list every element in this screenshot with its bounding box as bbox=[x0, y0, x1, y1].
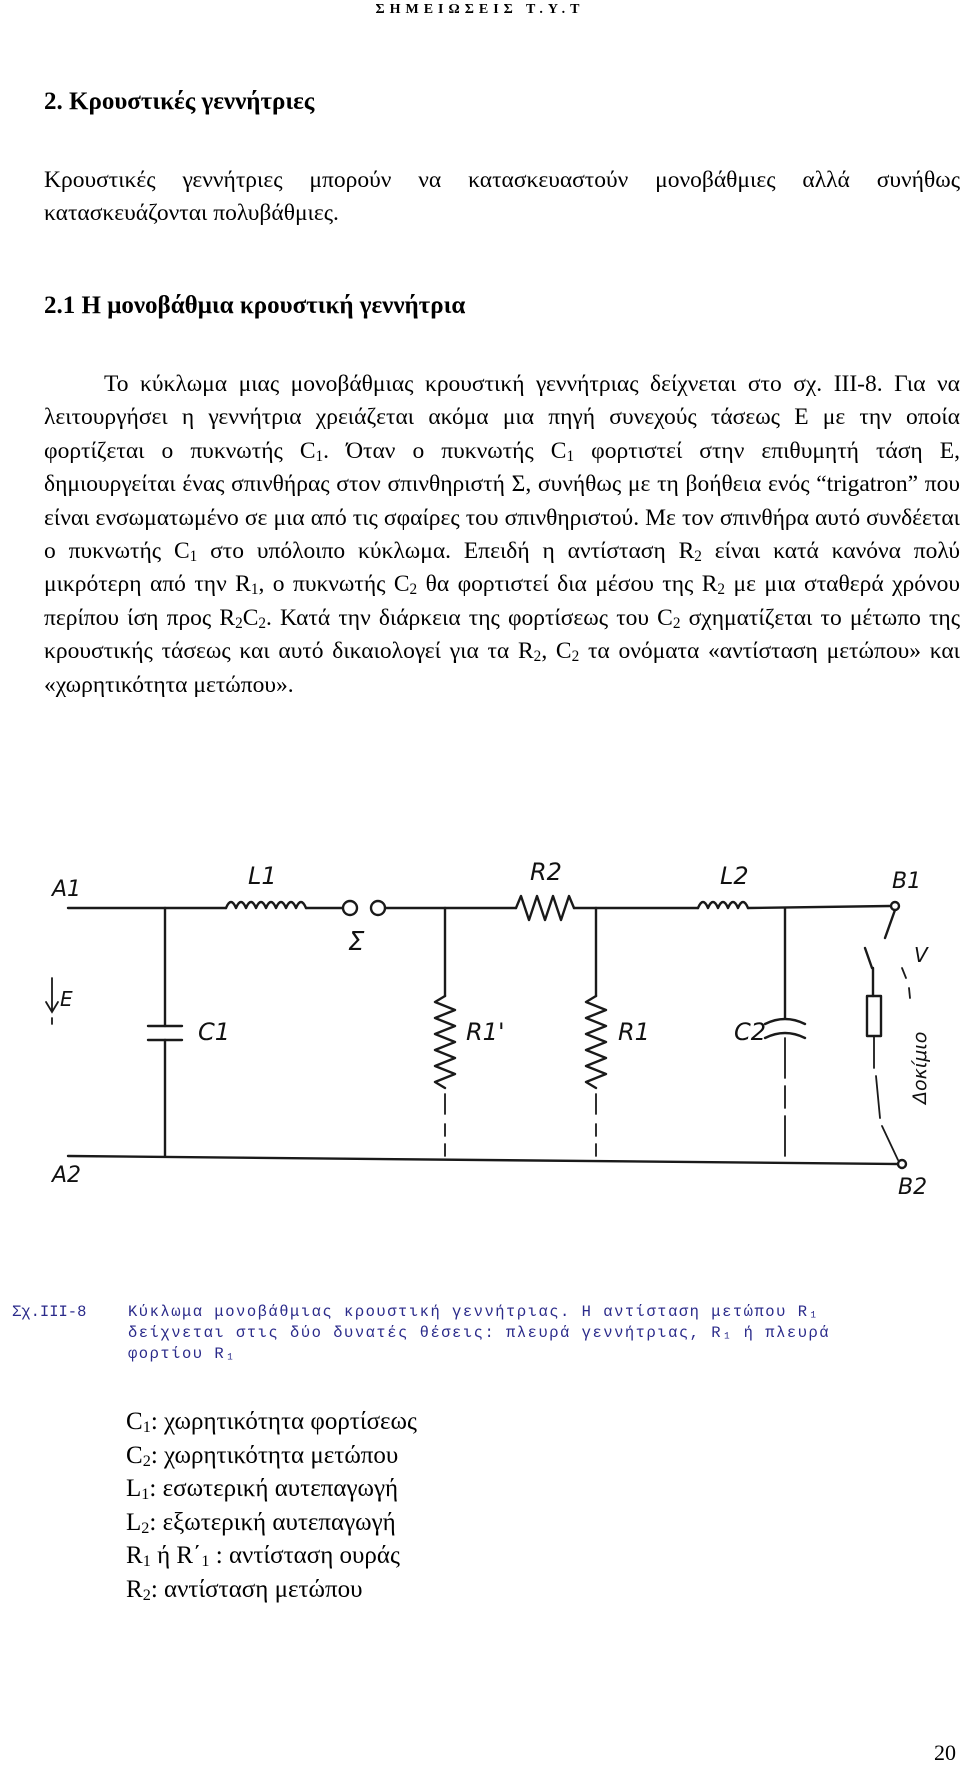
label-a1: A1 bbox=[50, 877, 81, 902]
inductor-l2 bbox=[696, 900, 750, 910]
resistor-r1-prime bbox=[433, 994, 457, 1090]
label-r2: R2 bbox=[530, 858, 562, 886]
label-c1: C1 bbox=[198, 1018, 230, 1046]
page-number: 20 bbox=[934, 1740, 956, 1765]
label-b1: B1 bbox=[892, 869, 921, 894]
test-specimen bbox=[865, 994, 883, 1038]
spark-gap-sphere-right bbox=[369, 899, 387, 917]
running-header: ΣΗΜΕΙΩΣΕΙΣ Τ.Υ.Τ bbox=[375, 2, 585, 17]
spark-gap-sphere-left bbox=[341, 899, 359, 917]
legend-item: R2: αντίσταση μετώπου bbox=[126, 1575, 363, 1604]
label-l2: L2 bbox=[720, 862, 749, 890]
label-b2: B2 bbox=[898, 1175, 927, 1200]
subsection-title: 2.1 Η μονοβάθμια κρουστική γεννήτρια bbox=[44, 292, 466, 319]
figure-caption-label: Σχ.ΙΙΙ-8 bbox=[12, 1303, 87, 1321]
label-c2: C2 bbox=[734, 1018, 766, 1046]
label-v: V bbox=[914, 943, 929, 967]
voltage-arrow-icon bbox=[45, 977, 59, 1014]
capacitor-c2 bbox=[763, 1017, 807, 1040]
legend-item: R1 ή R΄1 : αντίσταση ουράς bbox=[126, 1542, 400, 1570]
legend-item: L2: εξωτερική αυτεπαγωγή bbox=[126, 1508, 396, 1537]
legend-item: C1: χωρητικότητα φορτίσεως bbox=[126, 1408, 417, 1436]
label-r1: R1 bbox=[618, 1018, 650, 1046]
figure-caption-text: Κύκλωμα μονοβάθμιας κρουστική γεννήτριας… bbox=[128, 1303, 831, 1363]
label-l1: L1 bbox=[248, 862, 277, 890]
impulse-generator-circuit-diagram: A1 A2 B1 B2 L1 L2 R2 R1' R1 C1 C2 Σ E V … bbox=[45, 858, 931, 1200]
label-e: E bbox=[60, 987, 73, 1011]
label-sigma: Σ bbox=[348, 927, 365, 957]
intro-paragraph: Κρουστικές γεννήτριες μπορούν να κατασκε… bbox=[44, 167, 960, 227]
resistor-r2 bbox=[514, 894, 576, 922]
symbol-legend: C1: χωρητικότητα φορτίσεως C2: χωρητικότ… bbox=[126, 1405, 417, 1606]
capacitor-c1 bbox=[146, 1024, 184, 1042]
legend-item: L1: εσωτερική αυτεπαγωγή bbox=[126, 1475, 399, 1503]
body-paragraph: Το κύκλωμα μιας μονοβάθμιας κρουστική γε… bbox=[44, 371, 960, 698]
label-a2: A2 bbox=[50, 1163, 81, 1188]
resistor-r1 bbox=[584, 994, 608, 1090]
legend-item: C2: χωρητικότητα μετώπου bbox=[126, 1441, 399, 1470]
section-title: 2. Κρουστικές γεννήτριες bbox=[44, 88, 315, 115]
label-specimen: Δοκίμιο bbox=[909, 1032, 931, 1106]
label-r1-prime: R1' bbox=[466, 1018, 505, 1046]
